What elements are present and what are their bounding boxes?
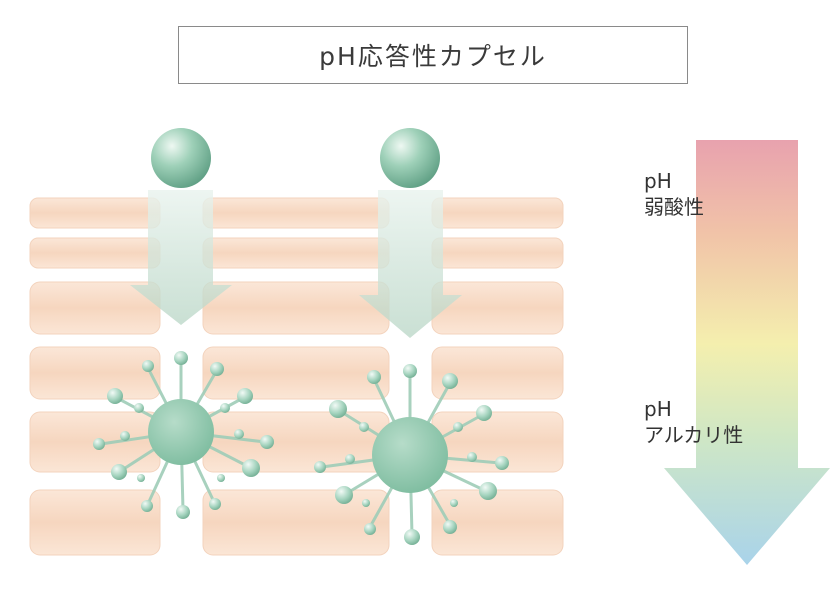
title-box: pH応答性カプセル (178, 26, 688, 84)
cell (29, 346, 161, 400)
cell (431, 281, 564, 335)
ph-scale-arrow (664, 140, 830, 565)
penetration-arrow-right (359, 190, 462, 338)
releasing-capsule-left (93, 351, 274, 519)
penetration-arrow-left (130, 190, 232, 325)
cell-layers (29, 197, 564, 556)
capsule-sphere-left (151, 128, 211, 188)
cell (431, 346, 564, 400)
cell (202, 237, 390, 269)
cell (29, 197, 161, 229)
cell (431, 197, 564, 229)
ph-text-bottom: pH (644, 397, 672, 421)
alkaline-label: アルカリ性 (644, 423, 744, 447)
cell (202, 197, 390, 229)
cell (431, 489, 564, 556)
cell (202, 281, 390, 335)
releasing-capsule-right (314, 364, 509, 545)
ph-label-acidic: pH 弱酸性 (644, 168, 704, 220)
cell (202, 346, 390, 400)
acidic-label: 弱酸性 (644, 195, 704, 219)
cell (29, 237, 161, 269)
ph-label-alkaline: pH アルカリ性 (644, 396, 743, 448)
title-text: pH応答性カプセル (319, 42, 547, 71)
cell (431, 237, 564, 269)
cell (202, 489, 390, 556)
capsule-sphere-right (380, 128, 440, 188)
ph-text-top: pH (644, 169, 672, 193)
cell (29, 489, 161, 556)
